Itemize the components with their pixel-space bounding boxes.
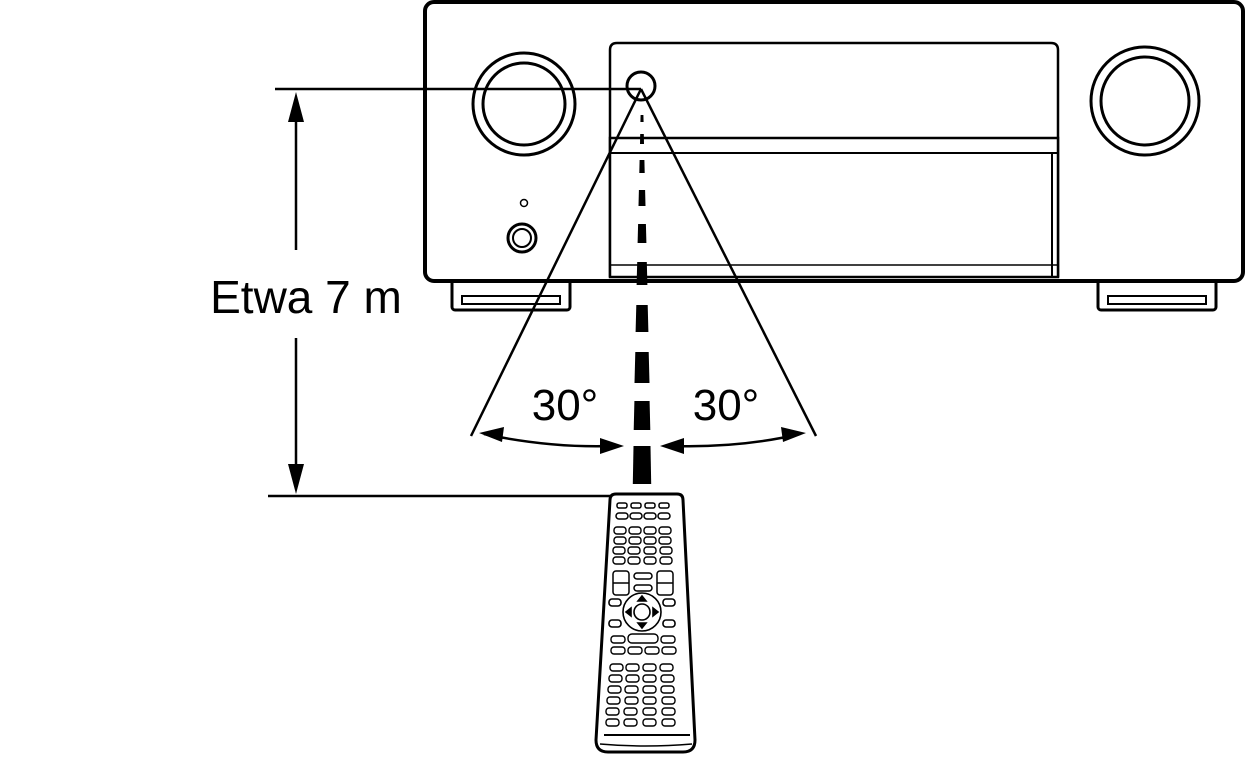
arc-arrow-center-right-icon [660, 438, 684, 454]
volume-knob-left-icon [471, 51, 577, 157]
receiver-foot-right [1096, 278, 1218, 312]
remote-button-grid-middle [610, 633, 677, 655]
remote-sensor-icon [625, 70, 657, 102]
angle-right-label: 30° [693, 381, 760, 430]
arc-arrow-right-icon [781, 427, 806, 442]
remote-top-buttons [615, 502, 671, 520]
arc-arrow-left-icon [479, 427, 504, 442]
signal-cone [469, 88, 818, 437]
power-indicator-icon [519, 198, 529, 208]
headphone-jack-icon [506, 222, 538, 254]
remote-rockers [612, 570, 674, 596]
remote-number-pad [605, 663, 676, 727]
angle-arc-right [660, 427, 806, 454]
distance-dimension [268, 87, 641, 498]
ir-signal-beam-icon [632, 115, 652, 484]
av-receiver [423, 0, 1245, 312]
arrow-up-icon [288, 92, 304, 122]
arc-arrow-center-left-icon [600, 438, 624, 454]
door-panel [608, 136, 1060, 279]
remote-control-icon [594, 492, 697, 754]
receiver-foot-left [450, 278, 572, 312]
distance-label: Etwa 7 m [210, 271, 402, 323]
angle-left-label: 30° [532, 381, 599, 430]
volume-knob-right-icon [1089, 45, 1201, 157]
arrow-down-icon [288, 464, 304, 494]
remote-dpad-icon [608, 592, 676, 632]
angle-arc-left [479, 427, 624, 454]
remote-button-grid-top [612, 526, 673, 565]
